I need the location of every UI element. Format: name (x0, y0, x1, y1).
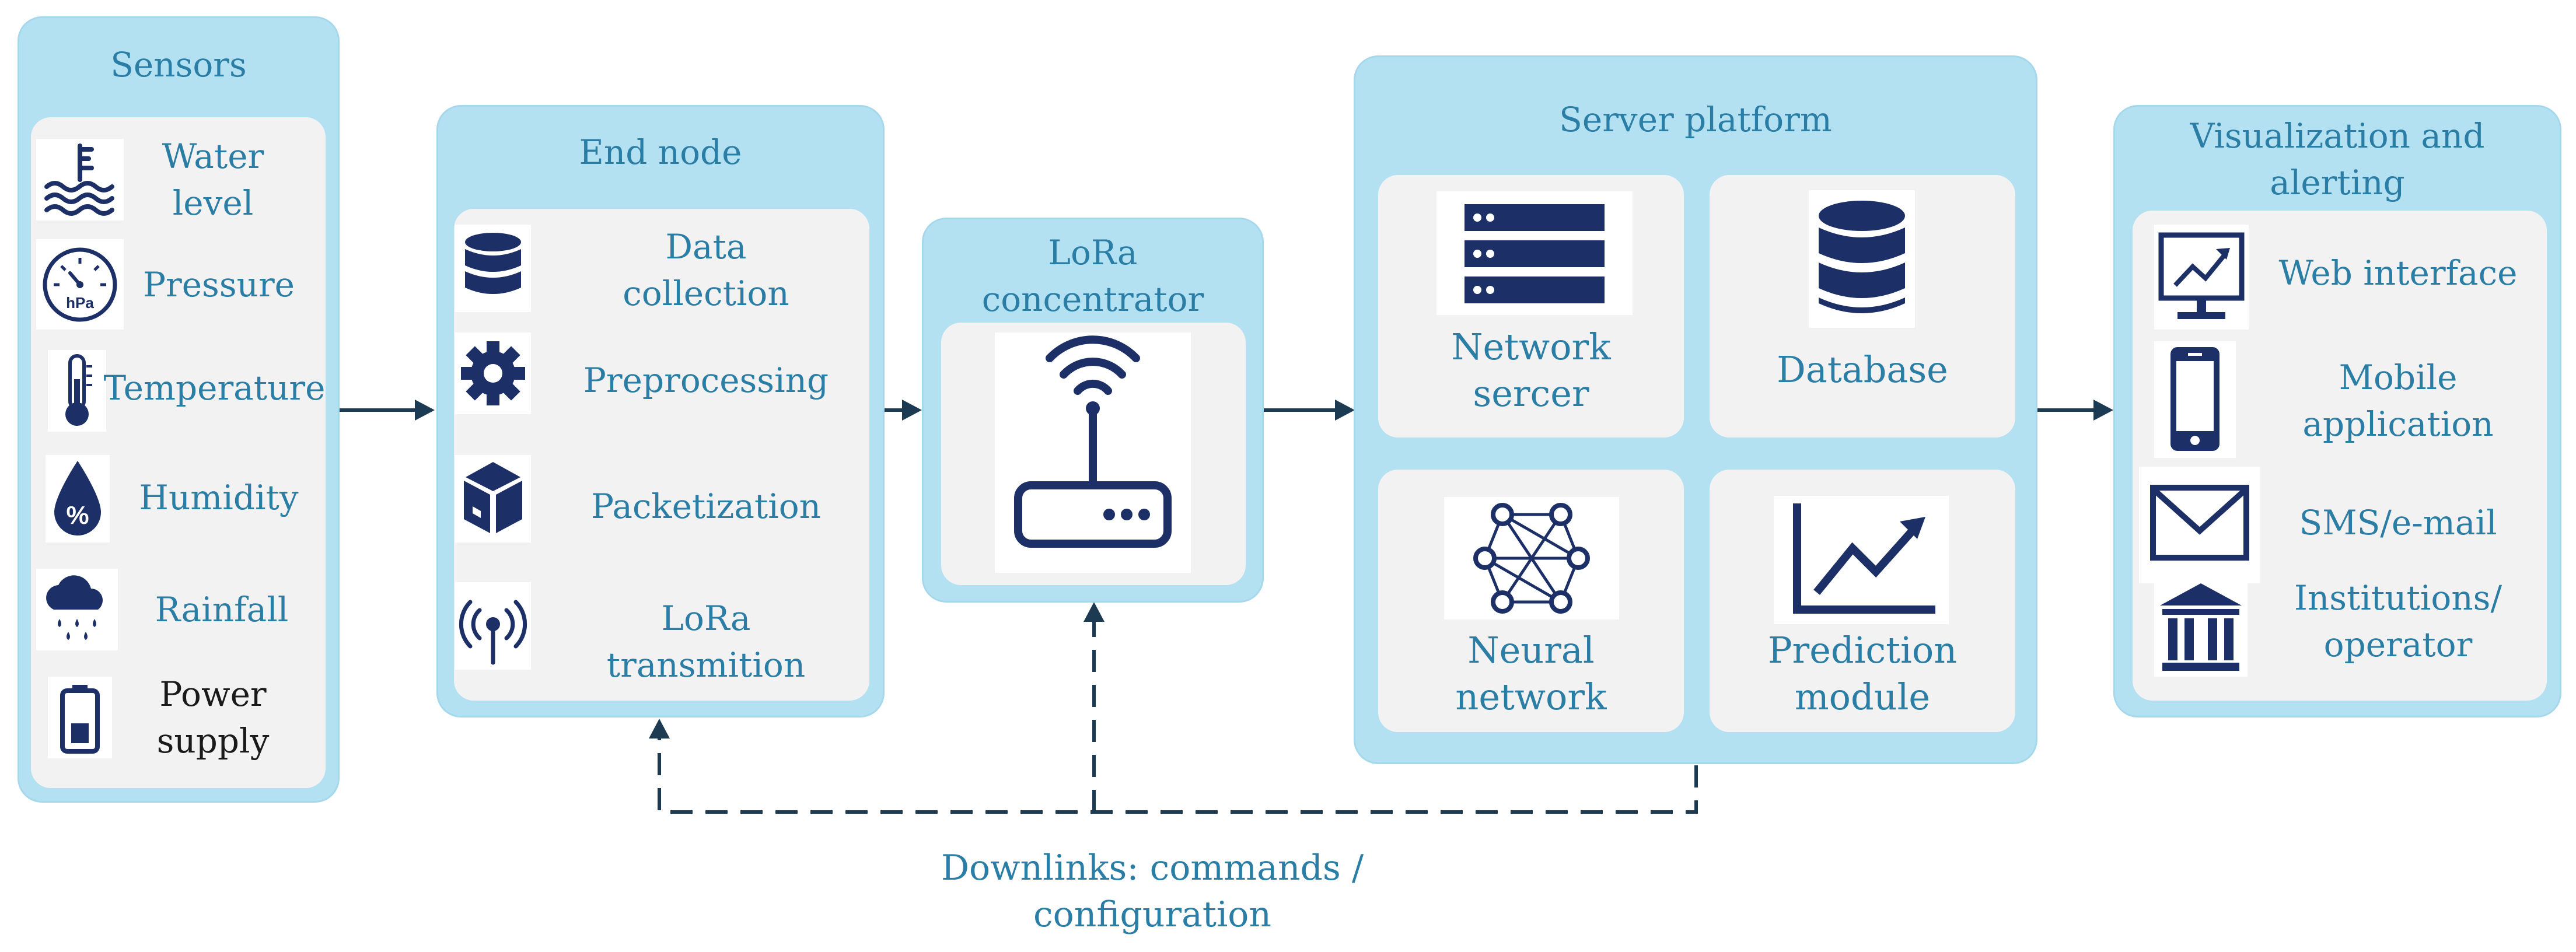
smartphone-icon (2154, 341, 2236, 458)
svg-text:hPa: hPa (66, 294, 94, 312)
monitor-chart-icon (2154, 225, 2249, 330)
trend-chart-icon (1774, 496, 1949, 624)
package-box-icon (455, 455, 531, 542)
water-level-icon (36, 139, 124, 220)
envelope-icon (2139, 467, 2260, 583)
downlink-arrowhead-endnode (649, 719, 670, 738)
downlink-dashed-line (658, 736, 1698, 814)
arrowhead-endnode (415, 400, 435, 421)
pressure-gauge-icon: hPa (36, 239, 124, 330)
gear-icon (455, 332, 531, 414)
svg-text:%: % (66, 501, 89, 530)
wifi-router-icon (995, 332, 1191, 573)
endnode-label-preprocessing: Preprocessing (583, 360, 829, 400)
downlink-caption: Downlinks: commands /configuration (941, 848, 1364, 935)
antenna-icon (455, 582, 531, 670)
neural-network-icon (1444, 497, 1619, 620)
sensors-panel (31, 117, 326, 788)
database-icon (1809, 190, 1915, 328)
server-platform-title: Server platform (1559, 100, 1832, 139)
humidity-drop-icon: % (46, 455, 110, 542)
visual-label-institutions: Institutions/operator (2294, 578, 2502, 664)
sensor-label-humidity: Humidity (139, 478, 299, 517)
sensor-label-pressure: Pressure (142, 265, 295, 304)
visual-label-sms: SMS/e-mail (2299, 503, 2497, 542)
sensor-label-temperature: Temperature (103, 368, 326, 408)
database-icon (455, 225, 531, 312)
arrowhead-server (1335, 400, 1355, 421)
thermometer-icon (48, 350, 106, 432)
visual-label-web: Web interface (2278, 253, 2518, 293)
arrowhead-concentrator (902, 400, 922, 421)
institution-building-icon (2154, 578, 2248, 677)
downlink-arrowhead-concentrator (1083, 602, 1105, 622)
endnode-label-packetization: Packetization (590, 487, 822, 526)
battery-icon (48, 677, 112, 758)
arrowhead-visualization (2093, 400, 2113, 421)
end-node-title: End node (579, 132, 742, 172)
server-label-database: Database (1777, 348, 1948, 391)
server-rack-icon (1436, 191, 1633, 315)
sensor-label-rainfall: Rainfall (155, 590, 289, 629)
sensors-title: Sensors (110, 45, 247, 85)
rain-cloud-icon (36, 569, 118, 650)
